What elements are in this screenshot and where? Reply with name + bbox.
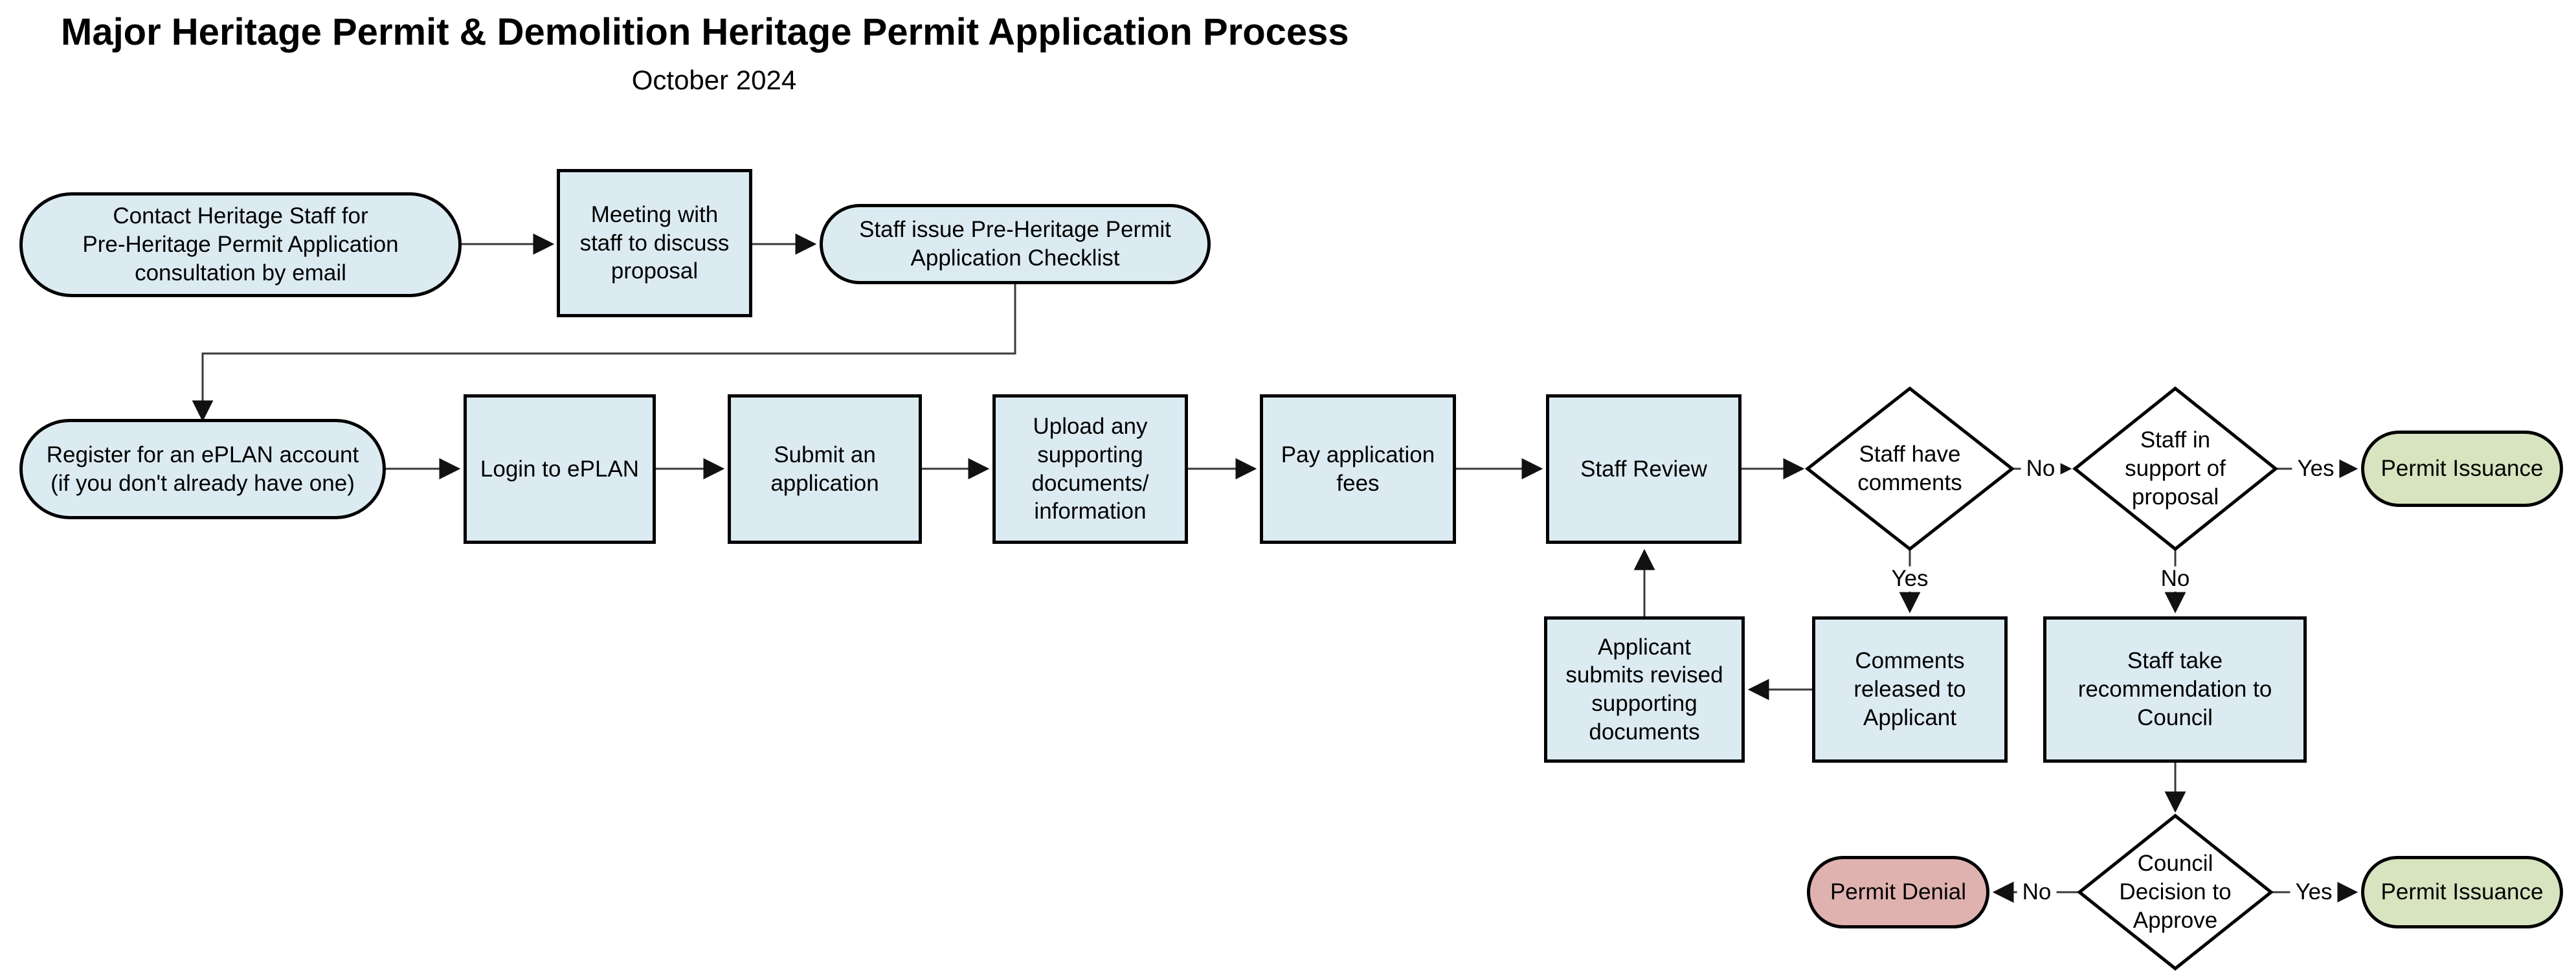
edge-checklist-register — [192, 284, 1016, 422]
node-staff-review: Staff Review — [1546, 394, 1742, 544]
page-subtitle: October 2024 — [631, 65, 797, 95]
node-pay-fees: Pay application fees — [1260, 394, 1456, 544]
decision-diamond-staff-have-comments — [1804, 386, 2015, 552]
node-upload-documents: Upload any supporting documents/ informa… — [992, 394, 1188, 544]
node-staff-issue-checklist: Staff issue Pre-Heritage Permit Applicat… — [820, 204, 1211, 284]
page-title: Major Heritage Permit & Demolition Herit… — [61, 11, 1349, 53]
node-submit-application: Submit an application — [728, 394, 922, 544]
node-permit-issuance-bottom: Permit Issuance — [2361, 856, 2563, 928]
decision-diamond-staff-in-support — [2072, 386, 2279, 552]
node-contact-heritage-staff: Contact Heritage Staff for Pre-Heritage … — [19, 192, 462, 297]
edge-label-council-no: No — [2017, 879, 2057, 905]
node-staff-recommendation-council: Staff take recommendation to Council — [2043, 616, 2307, 763]
decision-label-council-decision: Council Decision to Approve — [2119, 851, 2232, 933]
node-meeting-with-staff: Meeting with staff to discuss proposal — [557, 169, 752, 317]
node-register-eplan: Register for an ePLAN account (if you do… — [19, 419, 386, 519]
node-permit-denial: Permit Denial — [1807, 856, 1989, 928]
node-applicant-revised-documents: Applicant submits revised supporting doc… — [1544, 616, 1745, 763]
node-comments-released: Comments released to Applicant — [1812, 616, 2008, 763]
edge-label-comments-no: No — [2021, 456, 2061, 482]
edge-label-comments-yes: Yes — [1886, 566, 1934, 592]
edge-label-support-yes: Yes — [2292, 456, 2340, 482]
decision-label-staff-in-support: Staff in support of proposal — [2125, 427, 2226, 510]
edge-label-support-no: No — [2155, 566, 2195, 592]
node-permit-issuance-top: Permit Issuance — [2361, 431, 2563, 507]
edge-label-council-yes: Yes — [2290, 879, 2338, 905]
node-login-eplan: Login to ePLAN — [464, 394, 656, 544]
decision-label-staff-have-comments: Staff have comments — [1857, 442, 1962, 495]
decision-diamond-council-decision — [2076, 813, 2274, 971]
